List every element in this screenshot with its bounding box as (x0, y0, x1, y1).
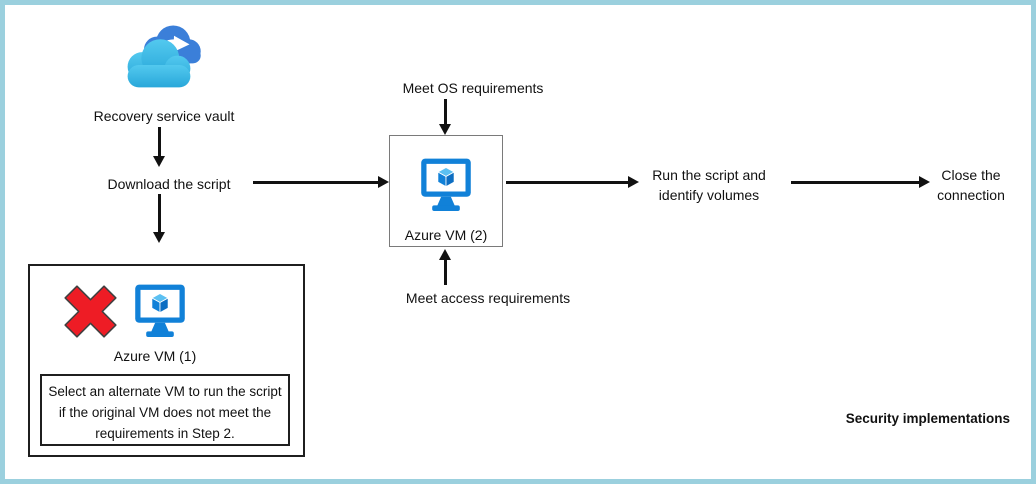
vm1-note-box: Select an alternate VM to run the script… (40, 374, 290, 446)
download-label: Download the script (107, 176, 231, 192)
vm1-note-text: Select an alternate VM to run the script… (48, 384, 282, 441)
vault-label: Recovery service vault (93, 108, 235, 124)
arrow-os-to-vm2 (439, 99, 452, 135)
meet-access-label: Meet access requirements (405, 290, 571, 306)
red-x-icon (62, 285, 119, 338)
security-caption: Security implementations (845, 411, 1010, 426)
arrow-vm2-to-run (506, 176, 639, 189)
azure-vm1-node: Azure VM (1) Select an alternate VM to r… (28, 264, 305, 457)
recovery-services-vault-icon (119, 13, 205, 93)
meet-os-label: Meet OS requirements (402, 80, 544, 96)
arrow-vault-to-download (153, 127, 166, 167)
arrow-access-to-vm2 (439, 249, 452, 285)
vm1-label: Azure VM (1) (113, 348, 197, 364)
arrow-run-to-close (791, 176, 930, 189)
azure-vm2-node: Azure VM (2) (389, 135, 503, 247)
run-script-label: Run the script and identify volumes (652, 167, 766, 203)
arrow-download-to-vm1 (153, 194, 166, 243)
azure-vm-icon (134, 282, 186, 340)
vm2-label: Azure VM (2) (404, 227, 488, 243)
arrow-download-to-vm2 (253, 176, 389, 189)
close-connection-label: Close the connection (937, 167, 1005, 203)
azure-vm-icon (420, 156, 472, 214)
